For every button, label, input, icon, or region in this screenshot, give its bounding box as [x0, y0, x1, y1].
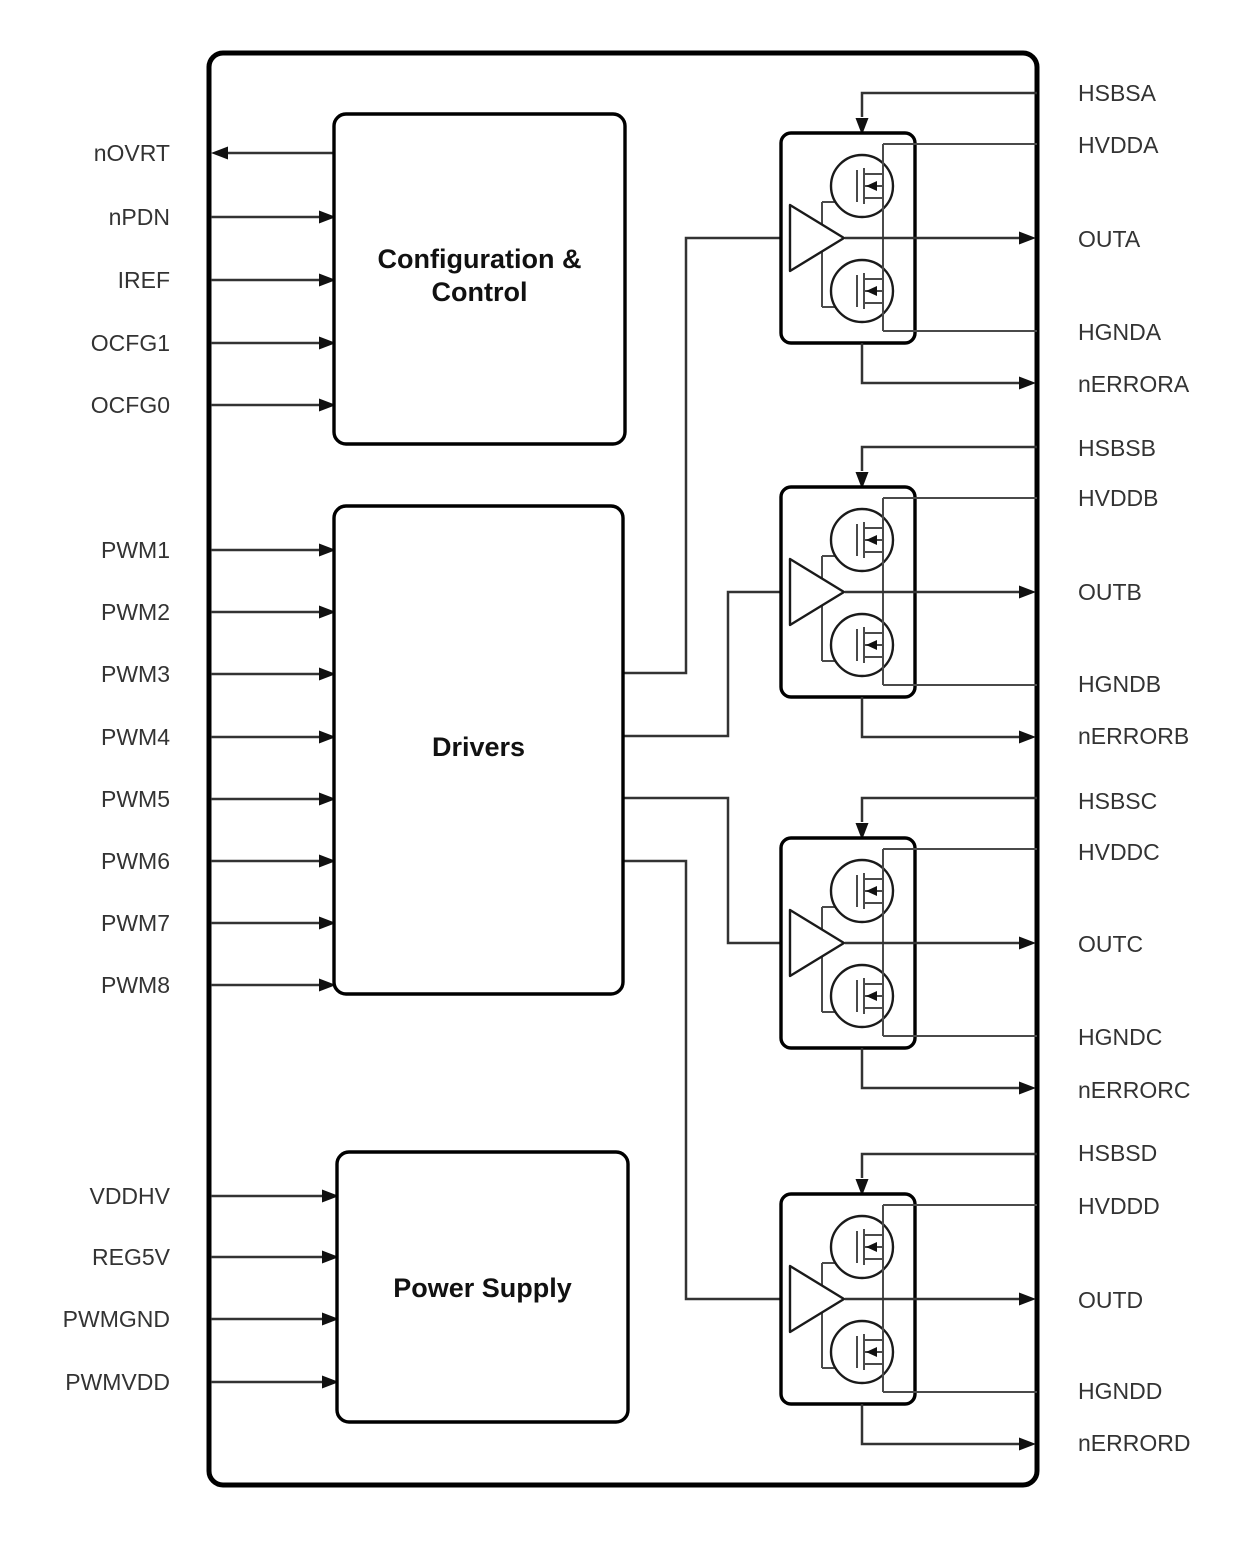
power-supply-title: Power Supply — [393, 1273, 572, 1303]
pin-label-pwm5: PWM5 — [101, 786, 170, 812]
pin-label-reg5v: REG5V — [92, 1244, 170, 1270]
power-supply-block — [335, 1150, 630, 1424]
channel-b-input-wire — [623, 590, 791, 738]
pin-label-iref: IREF — [117, 267, 170, 293]
pin-label-vddhv: VDDHV — [89, 1183, 170, 1209]
pin-label-pwm6: PWM6 — [101, 848, 170, 874]
pin-label-hsbsc: HSBSC — [1078, 788, 1158, 814]
drivers-title: Drivers — [431, 732, 526, 762]
pin-label-pwm4: PWM4 — [101, 724, 170, 750]
config-title-line2: Control — [431, 277, 528, 307]
config-control-block — [332, 112, 627, 446]
pin-label-nerrord: nERRORD — [1078, 1430, 1191, 1456]
pin-label-hsbsd: HSBSD — [1078, 1140, 1158, 1166]
driver-cell-c — [779, 796, 1039, 1097]
pin-label-pwm2: PWM2 — [101, 599, 170, 625]
pin-label-hgnda: HGNDA — [1078, 319, 1162, 345]
chip-border — [206, 50, 1040, 1488]
pin-label-npdn: nPDN — [108, 204, 170, 230]
pin-label-hsbsb: HSBSB — [1078, 435, 1156, 461]
novrt-arrow-icon — [211, 146, 228, 160]
pin-label-pwm7: PWM7 — [101, 910, 170, 936]
pin-label-outc: OUTC — [1078, 931, 1144, 957]
pin-label-hgndd: HGNDD — [1078, 1378, 1163, 1404]
pin-label-pwm8: PWM8 — [101, 972, 170, 998]
pin-label-pwm1: PWM1 — [101, 537, 170, 563]
left-pin-wires — [211, 146, 339, 1389]
pin-label-pwmvdd: PWMVDD — [65, 1369, 170, 1395]
pin-label-hgndc: HGNDC — [1078, 1024, 1163, 1050]
pin-label-nerrorc: nERRORC — [1078, 1077, 1191, 1103]
pin-label-hgndb: HGNDB — [1078, 671, 1162, 697]
channel-c-input-wire — [623, 796, 791, 945]
pin-label-hvdda: HVDDA — [1078, 132, 1159, 158]
pin-label-hsbsa: HSBSA — [1078, 80, 1156, 106]
pin-label-outb: OUTB — [1078, 579, 1142, 605]
pin-label-ocfg1: OCFG1 — [90, 330, 170, 356]
pin-label-novrt: nOVRT — [93, 140, 170, 166]
pin-label-nerrora: nERRORA — [1078, 371, 1190, 397]
pin-label-pwm3: PWM3 — [101, 661, 170, 687]
drivers-block — [332, 504, 625, 996]
pin-label-hvddd: HVDDD — [1078, 1193, 1160, 1219]
config-title-line1: Configuration & — [377, 244, 582, 274]
channel-d-input-wire — [623, 859, 791, 1301]
pin-label-hvddb: HVDDB — [1078, 485, 1159, 511]
config-control-title: Configuration & Control — [334, 243, 625, 309]
driver-cell-a — [779, 91, 1039, 392]
pin-label-outa: OUTA — [1078, 226, 1141, 252]
pin-label-ocfg0: OCFG0 — [90, 392, 170, 418]
pin-label-hvddc: HVDDC — [1078, 839, 1160, 865]
driver-input-wires — [623, 236, 791, 1301]
channel-a-input-wire — [623, 236, 791, 675]
pin-label-pwmgnd: PWMGND — [62, 1306, 170, 1332]
pin-label-nerrorb: nERRORB — [1078, 723, 1190, 749]
driver-cell-d — [779, 1152, 1039, 1453]
pin-label-outd: OUTD — [1078, 1287, 1144, 1313]
driver-cell-b — [779, 445, 1039, 746]
